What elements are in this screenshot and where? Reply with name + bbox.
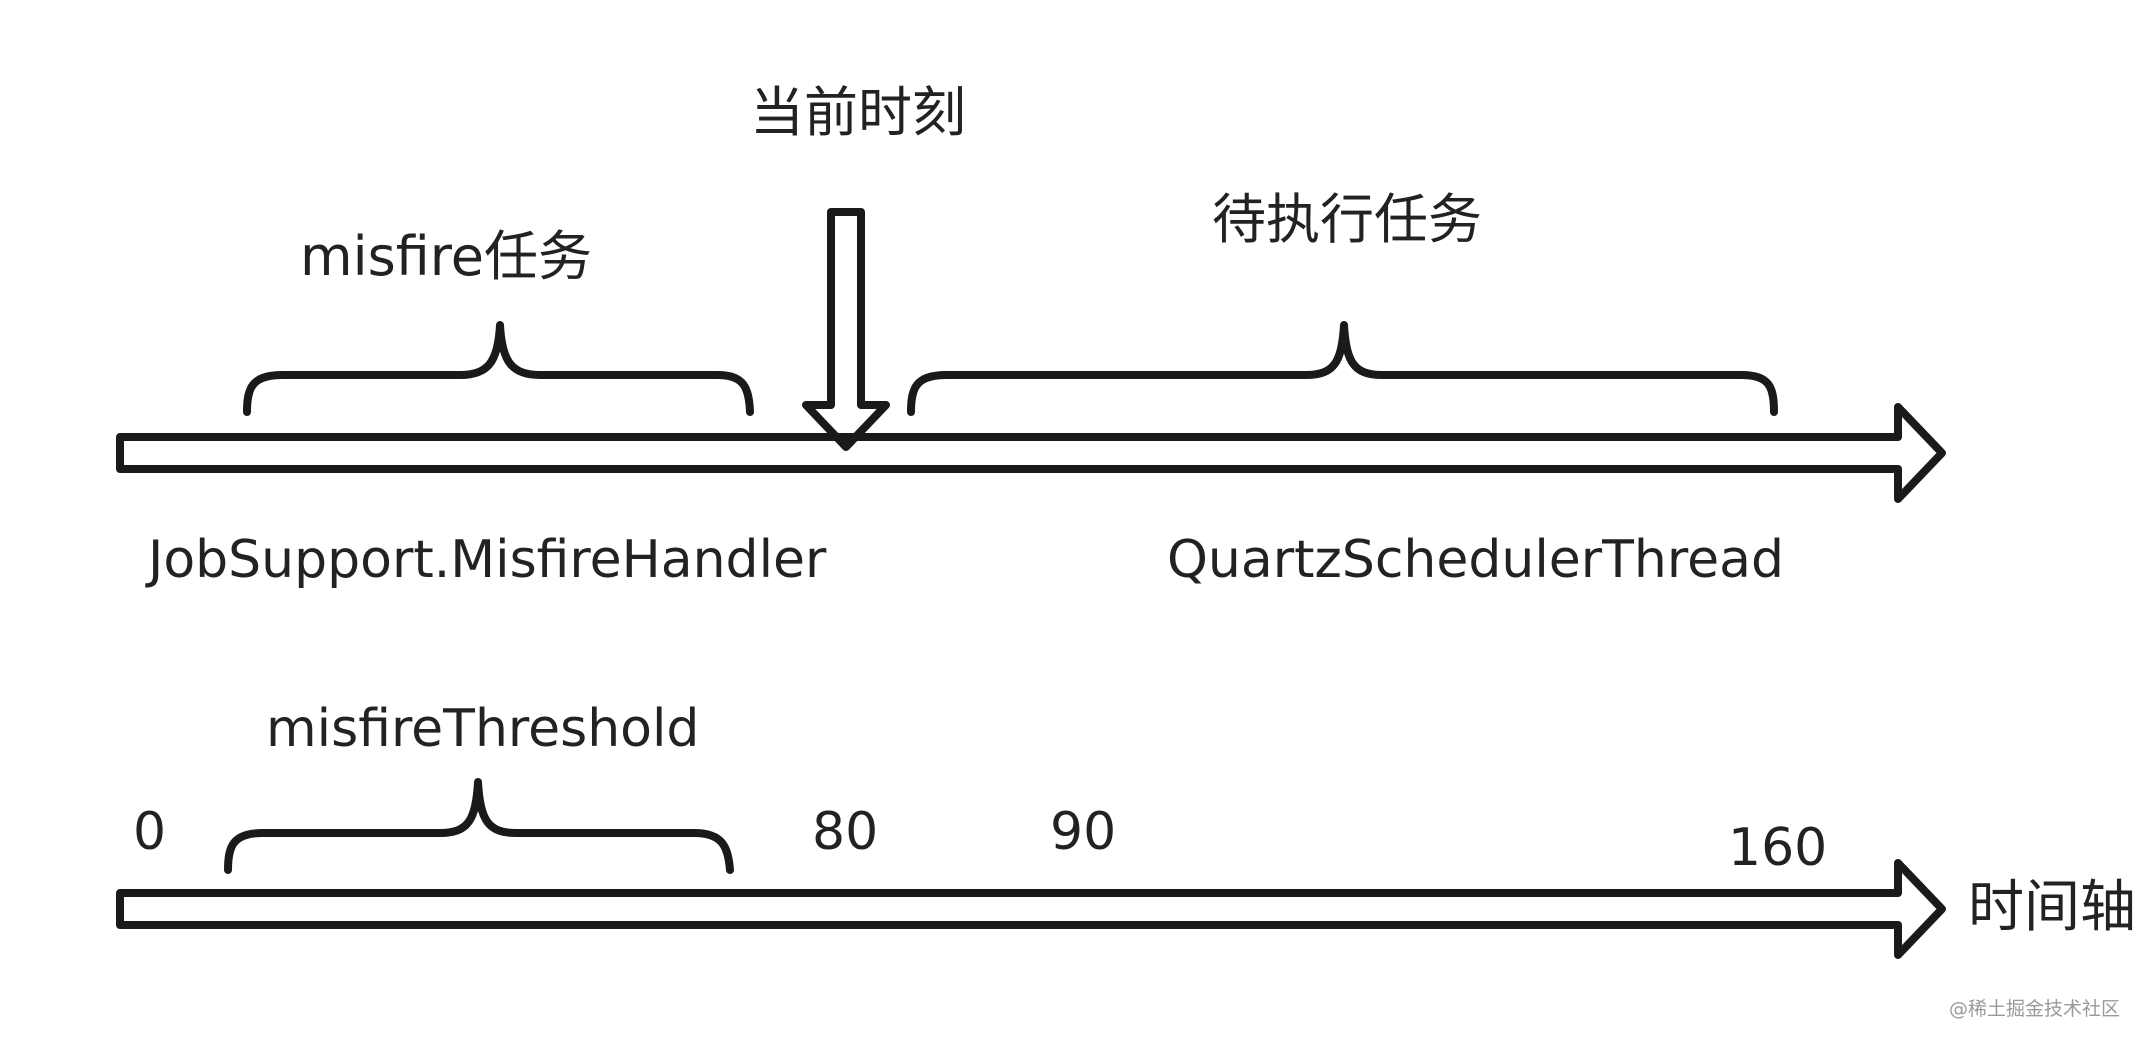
time-axis-arrow	[116, 859, 1946, 959]
current-moment-label: 当前时刻	[750, 81, 966, 144]
tick-label-80: 80	[812, 802, 879, 862]
pending-tasks-label: 待执行任务	[1212, 188, 1482, 251]
misfire-tasks-label: misfire任务	[300, 225, 592, 288]
misfire-tasks-brace	[243, 321, 754, 416]
current-moment-arrow	[802, 208, 890, 451]
pending-tasks-brace	[907, 321, 1778, 416]
time-axis-label: 时间轴	[1968, 875, 2136, 940]
scheduler-thread-label: QuartzSchedulerThread	[1167, 530, 1784, 590]
watermark: @稀土掘金技术社区	[1949, 998, 2121, 1020]
tick-label-0: 0	[133, 802, 167, 862]
tick-label-90: 90	[1050, 802, 1117, 862]
misfire-threshold-brace	[224, 778, 734, 874]
misfire-threshold-label: misfireThreshold	[266, 699, 700, 759]
misfire-handler-label: JobSupport.MisfireHandler	[148, 530, 827, 590]
top-timeline-arrow	[116, 403, 1946, 503]
tick-label-160: 160	[1728, 818, 1828, 878]
